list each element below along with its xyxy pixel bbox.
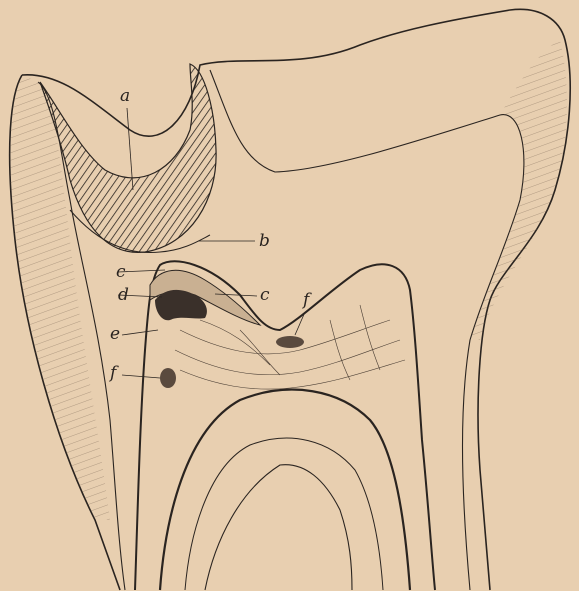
label-c-right: c <box>260 287 270 304</box>
label-b: b <box>259 233 270 250</box>
label-f-left: f <box>110 365 116 382</box>
label-d: d <box>118 287 129 304</box>
label-e: e <box>110 326 120 343</box>
denticle-right <box>276 336 304 348</box>
pulp-canal-inner <box>185 438 383 590</box>
root-canal-arch <box>205 465 352 590</box>
label-f-right: f <box>303 292 309 309</box>
label-c-left: c <box>116 264 126 281</box>
enamel-hatch-right <box>470 40 567 340</box>
pulp-canal <box>160 390 410 590</box>
label-a: a <box>120 88 130 105</box>
denticle-left <box>160 368 176 388</box>
